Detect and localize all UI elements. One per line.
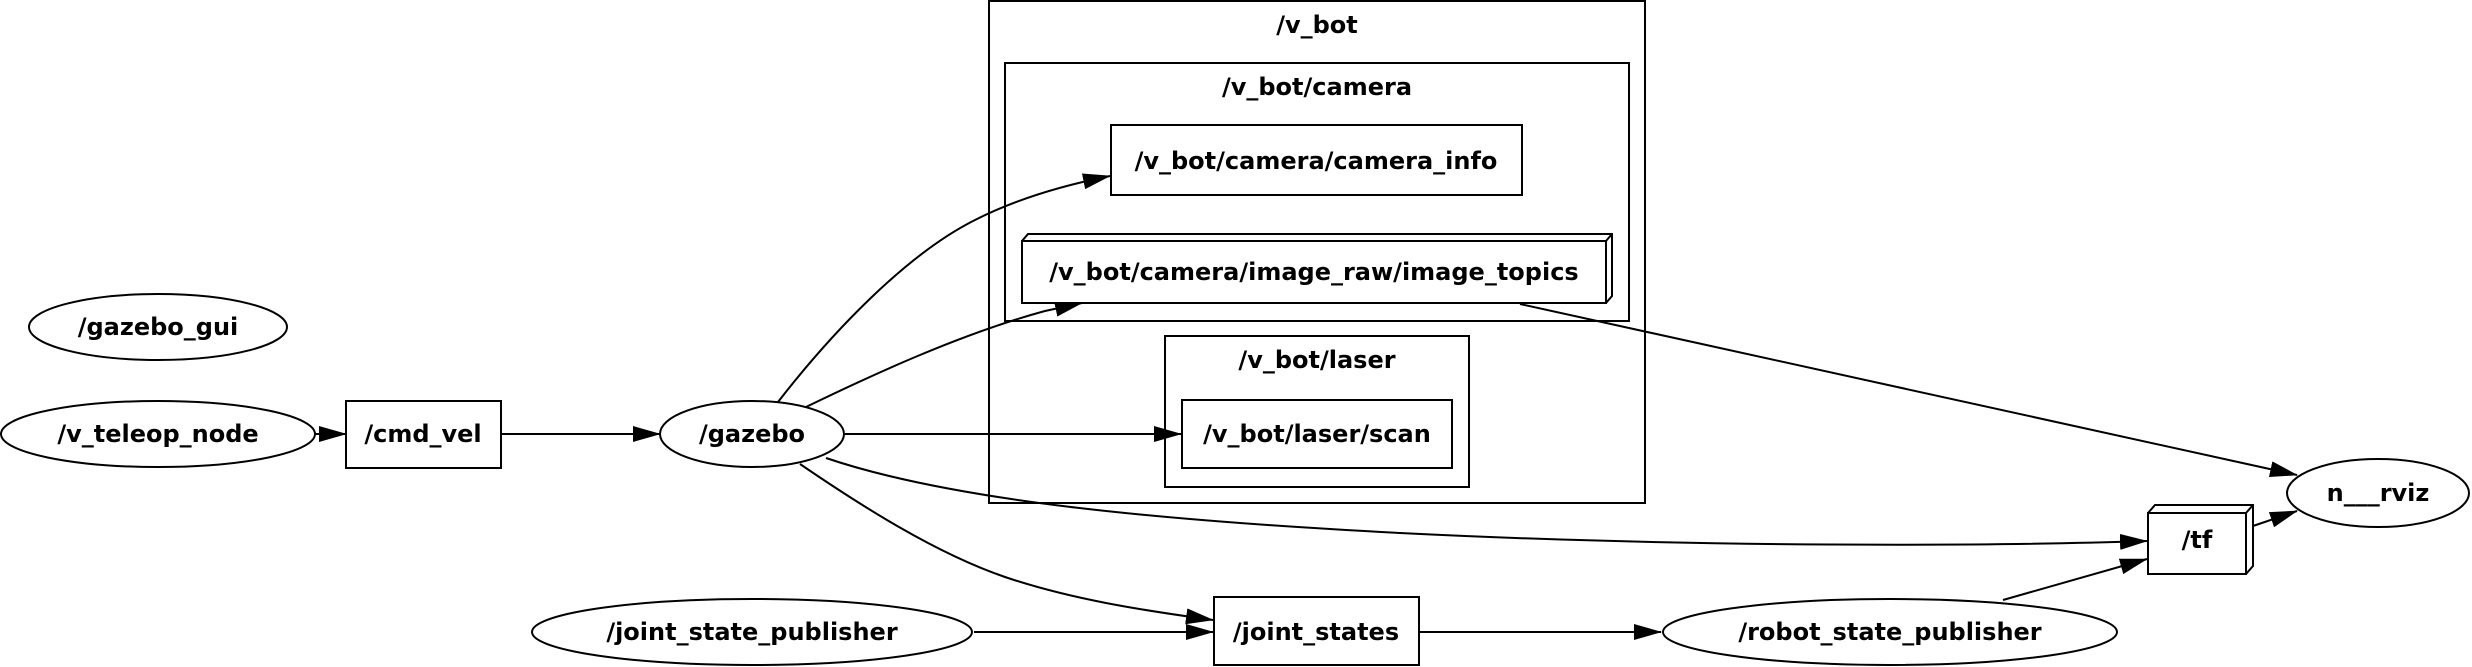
cluster-laser: /v_bot/laser <box>1164 335 1470 488</box>
edge-gazebo-to-image-topics <box>805 300 1083 408</box>
cluster-camera: /v_bot/camera <box>1004 62 1630 322</box>
topic-joint-states[interactable]: /joint_states <box>1213 596 1420 666</box>
edge-robot-state-publisher-to-tf <box>2002 558 2148 601</box>
node-v-teleop-node[interactable]: /v_teleop_node <box>0 400 316 468</box>
topic-cmd-vel-label: /cmd_vel <box>364 420 481 448</box>
topic-camera-info[interactable]: /v_bot/camera/camera_info <box>1110 124 1523 196</box>
cluster-camera-label: /v_bot/camera <box>1222 73 1412 101</box>
node-joint-state-publisher-label: /joint_state_publisher <box>606 618 898 646</box>
cluster-laser-label: /v_bot/laser <box>1238 346 1395 374</box>
topic-joint-states-label: /joint_states <box>1233 618 1399 646</box>
node-gazebo-gui[interactable]: /gazebo_gui <box>28 293 288 361</box>
topic-image-topics-label: /v_bot/camera/image_raw/image_topics <box>1049 258 1578 286</box>
edge-image-topics-to-rviz <box>1519 303 2298 478</box>
topic-camera-info-label: /v_bot/camera/camera_info <box>1135 147 1498 175</box>
edge-gazebo-to-tf <box>825 457 2148 550</box>
topic-cmd-vel[interactable]: /cmd_vel <box>345 400 502 469</box>
node-v-teleop-node-label: /v_teleop_node <box>57 420 258 448</box>
node-gazebo-label: /gazebo <box>699 420 805 448</box>
cluster-v-bot: /v_bot <box>988 0 1646 504</box>
node-robot-state-publisher-label: /robot_state_publisher <box>1738 618 2041 646</box>
topic-laser-scan-label: /v_bot/laser/scan <box>1203 420 1431 448</box>
topic-image-topics[interactable]: /v_bot/camera/image_raw/image_topics <box>1021 233 1613 304</box>
topic-tf-label: /tf <box>2182 526 2213 554</box>
node-rviz[interactable]: n___rviz <box>2286 458 2470 528</box>
topic-tf[interactable]: /tf <box>2147 504 2254 575</box>
cluster-v-bot-label: /v_bot <box>1276 11 1358 39</box>
topic-laser-scan[interactable]: /v_bot/laser/scan <box>1181 399 1453 469</box>
node-robot-state-publisher[interactable]: /robot_state_publisher <box>1662 598 2118 666</box>
node-gazebo[interactable]: /gazebo <box>659 400 845 468</box>
edge-gazebo-to-camera-info <box>777 173 1111 403</box>
edge-gazebo-to-joint-states <box>799 463 1214 625</box>
node-rviz-label: n___rviz <box>2327 479 2430 507</box>
node-gazebo-gui-label: /gazebo_gui <box>78 313 239 341</box>
edge-tf-to-rviz <box>2252 510 2298 528</box>
node-joint-state-publisher[interactable]: /joint_state_publisher <box>531 598 973 666</box>
edges <box>316 173 2298 640</box>
